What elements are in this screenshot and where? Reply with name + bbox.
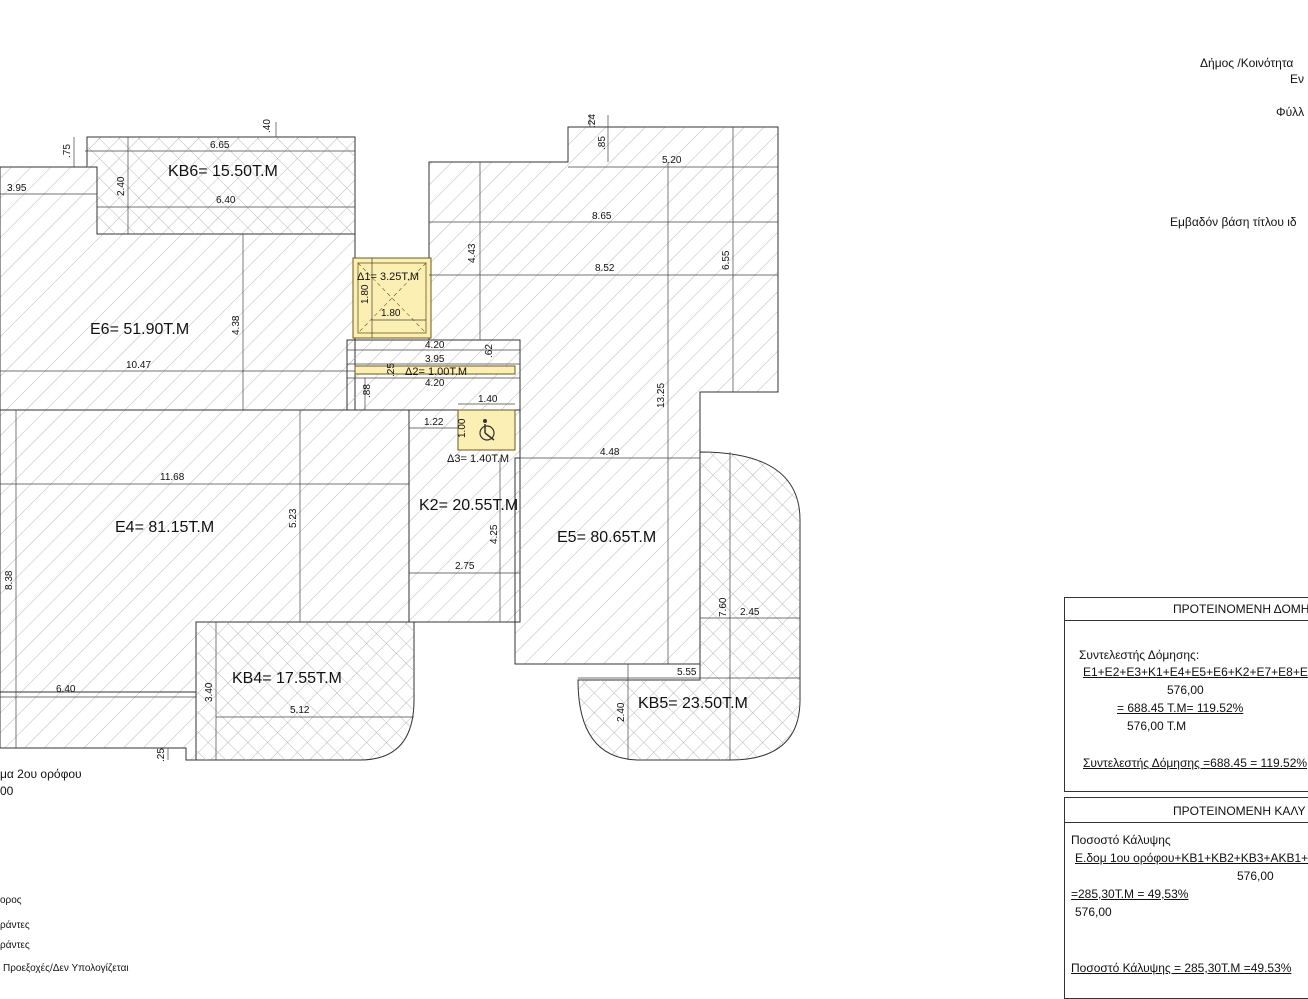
dim-1.80a: 1.80 xyxy=(360,284,371,304)
building-result: Συντελεστής Δόμησης =688.45 = 119.52% xyxy=(1083,756,1308,770)
dim-2.45: 2.45 xyxy=(740,607,760,618)
building-label: Συντελεστής Δόμησης: xyxy=(1079,648,1200,662)
header-line2: Εν xyxy=(1290,72,1305,86)
legend-item-3: ράντες xyxy=(0,940,30,951)
dim-4.20a: 4.20 xyxy=(425,340,445,351)
dim-6.55: 6.55 xyxy=(721,250,732,270)
dim-13.25: 13.25 xyxy=(656,383,667,408)
header-sheet: Φύλλ xyxy=(1276,105,1305,119)
label-d1: Δ1= 3.25T.M xyxy=(357,271,419,283)
dim-6.40a: 6.40 xyxy=(216,195,236,206)
dim-0.40: .40 xyxy=(262,119,273,133)
shaft-d3 xyxy=(457,409,516,451)
dim-0.88: .88 xyxy=(362,384,373,398)
dim-5.20: 5.20 xyxy=(662,155,682,166)
dim-3.95b: 3.95 xyxy=(425,354,445,365)
dim-0.25b: .25 xyxy=(156,748,167,762)
coverage-denominator-2: 576,00 xyxy=(1075,905,1112,919)
dim-4.25: 4.25 xyxy=(489,524,500,544)
legend-item-1: ορος xyxy=(0,895,22,906)
room-kb4 xyxy=(195,621,415,761)
dim-10.47: 10.47 xyxy=(126,360,151,371)
dim-1.00: 1.00 xyxy=(457,418,468,438)
legend-item-2: ράντες xyxy=(0,920,30,931)
room-kb5 xyxy=(577,451,801,761)
dim-1.80b: 1.80 xyxy=(381,308,401,319)
label-d2: Δ2= 1.00T.M xyxy=(405,366,467,378)
dim-1.40: 1.40 xyxy=(478,394,498,405)
dim-4.20b: 4.20 xyxy=(425,378,445,389)
dim-0.75: .75 xyxy=(62,144,73,158)
dim-2.40b: 2.40 xyxy=(616,702,627,722)
building-denominator: 576,00 xyxy=(1167,683,1204,697)
dim-7.60: 7.60 xyxy=(718,597,729,617)
dim-2.40a: 2.40 xyxy=(116,176,127,196)
coverage-box-title: ΠΡΟΤΕΙΝΟΜΕΝΗ ΚΑΛΥ xyxy=(1173,804,1306,818)
label-e4: E4= 81.15T.M xyxy=(115,519,214,536)
dim-1.22: 1.22 xyxy=(424,417,444,428)
coverage-formula: E.δομ 1ου ορόφου+KB1+KB2+KB3+AKB1+ xyxy=(1075,851,1308,865)
dim-4.38: 4.38 xyxy=(231,315,242,335)
dim-5.55: 5.55 xyxy=(677,667,697,678)
dim-3.40: 3.40 xyxy=(204,682,215,702)
shaft-d2 xyxy=(354,365,516,375)
dim-3.95a: 3.95 xyxy=(7,183,27,194)
building-calc: = 688.45 T.M= 119.52% xyxy=(1117,701,1244,715)
dim-4.48: 4.48 xyxy=(600,447,620,458)
label-k2: K2= 20.55T.M xyxy=(419,497,518,514)
coverage-result: Ποσοστό Κάλυψης = 285,30T.M =49.53% xyxy=(1071,961,1292,975)
building-box-title: ΠΡΟΤΕΙΝΟΜΕΝΗ ΔΟΜΗ xyxy=(1173,602,1308,616)
room-kb6 xyxy=(86,136,356,235)
building-coefficient-box: ΠΡΟΤΕΙΝΟΜΕΝΗ ΔΟΜΗ Συντελεστής Δόμησης: E… xyxy=(1064,597,1308,792)
dim-11.68: 11.68 xyxy=(160,472,185,483)
dim-8.65: 8.65 xyxy=(592,211,612,222)
dim-5.12: 5.12 xyxy=(290,705,310,716)
dim-8.52: 8.52 xyxy=(595,263,615,274)
dim-4.43: 4.43 xyxy=(467,243,478,263)
dim-6.40b: 6.40 xyxy=(56,684,76,695)
dimension-lines xyxy=(0,114,800,760)
floor-caption: μα 2ου ορόφου xyxy=(0,767,82,781)
dim-0.62: .62 xyxy=(484,344,495,358)
coverage-label: Ποσοστό Κάλυψης xyxy=(1071,833,1171,847)
floor-caption-2: 00 xyxy=(0,784,14,798)
coverage-calc: =285,30T.M = 49,53% xyxy=(1071,887,1189,901)
label-d3: Δ3= 1.40T.M xyxy=(447,453,509,465)
dim-0.85: .85 xyxy=(597,136,608,150)
coverage-denominator: 576,00 xyxy=(1237,869,1274,883)
label-kb4: KB4= 17.55T.M xyxy=(232,670,342,687)
building-formula: E1+E2+E3+K1+E4+E5+E6+K2+E7+E8+E xyxy=(1083,665,1308,679)
dim-6.65: 6.65 xyxy=(210,140,230,151)
legend-item-4: Προεξοχές/Δεν Υπολογίζεται xyxy=(3,963,129,974)
header-municipality: Δήμος /Κοινότητα xyxy=(1200,56,1294,70)
building-denominator-2: 576,00 T.M xyxy=(1127,719,1187,733)
shaft-d1 xyxy=(352,257,432,339)
dim-0.25a: .25 xyxy=(386,363,397,377)
label-kb5: KB5= 23.50T.M xyxy=(638,695,748,712)
dim-8.38: 8.38 xyxy=(4,570,15,590)
dim-2.75: 2.75 xyxy=(455,561,475,572)
coverage-box: ΠΡΟΤΕΙΝΟΜΕΝΗ ΚΑΛΥ Ποσοστό Κάλυψης E.δομ … xyxy=(1064,797,1308,999)
dim-5.23: 5.23 xyxy=(288,508,299,528)
label-e6: E6= 51.90T.M xyxy=(90,321,189,338)
dim-0.24: .24 xyxy=(587,114,598,128)
label-e5: E5= 80.65T.M xyxy=(557,529,656,546)
label-kb6: KB6= 15.50T.M xyxy=(168,163,278,180)
header-title-area: Εμβαδόν βάση τίτλου ιδ xyxy=(1170,215,1297,229)
